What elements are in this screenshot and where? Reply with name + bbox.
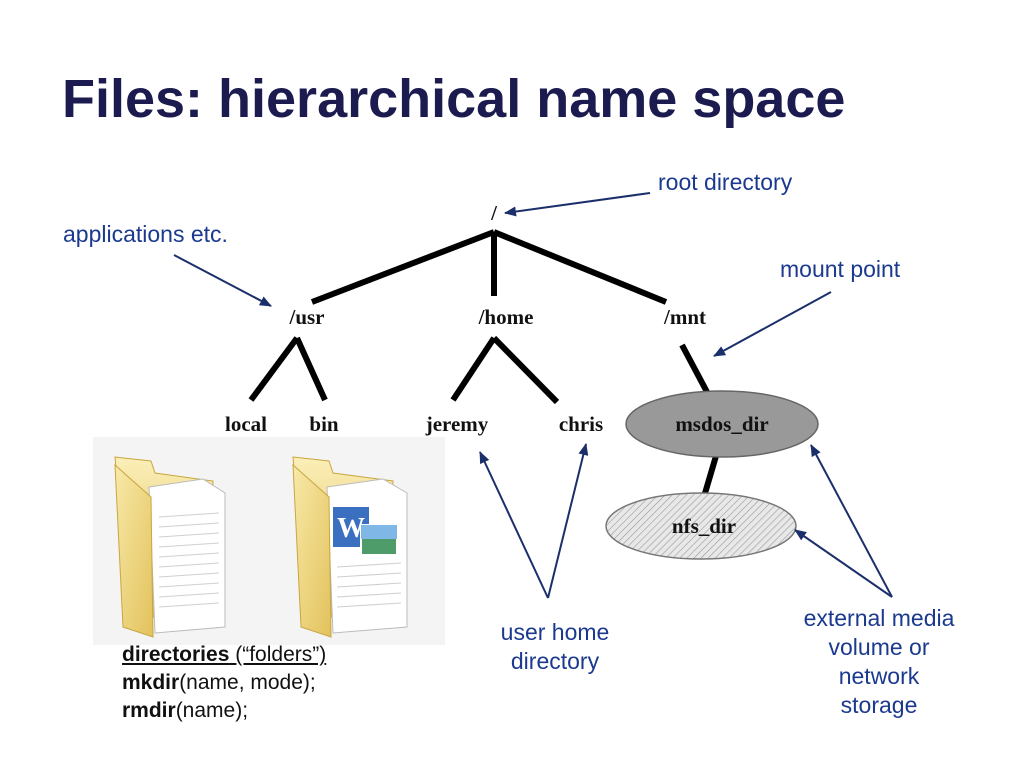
edge-home-chris bbox=[491, 335, 560, 405]
folder-icon-document bbox=[114, 456, 226, 638]
node-mnt: /mnt bbox=[663, 305, 706, 329]
caption-line-mkdir: mkdir(name, mode); bbox=[122, 669, 326, 697]
arrow-mount-point bbox=[713, 291, 832, 357]
msdos-dir-ellipse bbox=[625, 390, 819, 458]
edge-usr-local bbox=[248, 336, 300, 402]
label-external-line3: network bbox=[839, 663, 920, 689]
arrow-applications bbox=[173, 254, 272, 307]
caption-rmdir-args: (name); bbox=[175, 699, 249, 722]
caption-line-rmdir: rmdir(name); bbox=[122, 697, 326, 725]
node-bin: bin bbox=[309, 412, 339, 436]
edge-mnt-msdos bbox=[679, 343, 710, 394]
caption-directories-term: directories (“folders”) bbox=[122, 643, 327, 666]
label-root-directory: root directory bbox=[658, 169, 793, 195]
directory-caption: directories (“folders”) mkdir(name, mode… bbox=[122, 641, 326, 725]
edge-root-usr bbox=[310, 229, 496, 305]
caption-mkdir: mkdir bbox=[122, 671, 180, 694]
node-local: local bbox=[225, 412, 267, 436]
edge-root-mnt bbox=[492, 229, 668, 305]
node-nfs-dir: nfs_dir bbox=[672, 514, 736, 538]
node-root: / bbox=[490, 201, 498, 225]
page-title: Files: hierarchical name space bbox=[62, 69, 846, 129]
arrow-root-directory bbox=[504, 192, 651, 217]
edge-home-jeremy bbox=[450, 336, 497, 402]
label-external-line4: storage bbox=[841, 692, 918, 718]
arrow-external-msdos bbox=[810, 444, 893, 598]
arrow-user-home-jeremy bbox=[479, 451, 549, 599]
label-external-line2: volume or bbox=[829, 634, 930, 660]
node-usr: /usr bbox=[288, 305, 324, 329]
nfs-dir-ellipse bbox=[605, 492, 797, 560]
label-external-line1: external media bbox=[804, 605, 955, 631]
arrow-external-nfs bbox=[794, 529, 893, 598]
label-applications: applications etc. bbox=[63, 221, 228, 247]
label-user-home-line2: directory bbox=[511, 648, 600, 674]
caption-rmdir: rmdir bbox=[122, 699, 176, 722]
caption-mkdir-args: (name, mode); bbox=[179, 671, 316, 694]
caption-line-directories: directories (“folders”) bbox=[122, 641, 326, 669]
label-user-home-line1: user home bbox=[501, 619, 610, 645]
tree-edges bbox=[248, 229, 719, 501]
node-home: /home bbox=[478, 305, 534, 329]
folder-icon-media: W bbox=[292, 456, 408, 638]
label-mount-point: mount point bbox=[780, 256, 901, 282]
arrow-user-home-chris bbox=[547, 443, 589, 599]
annotation-arrows bbox=[173, 192, 893, 599]
node-chris: chris bbox=[559, 412, 603, 436]
node-msdos-dir: msdos_dir bbox=[675, 412, 768, 436]
folder-illustration: W bbox=[93, 437, 445, 645]
node-jeremy: jeremy bbox=[425, 412, 489, 436]
edge-usr-bin bbox=[294, 336, 328, 402]
folder-icons: W bbox=[114, 456, 408, 638]
